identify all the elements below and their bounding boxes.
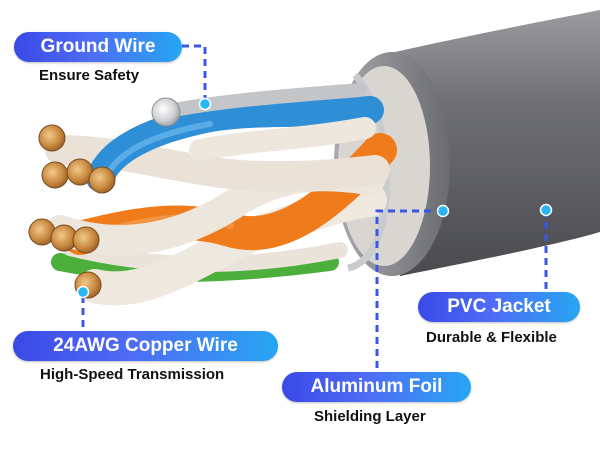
pvc-jacket-label: PVC Jacket: [418, 292, 580, 322]
pvc-jacket-subtitle: Durable & Flexible: [426, 329, 557, 346]
ground-wire-marker: [198, 97, 212, 111]
marker-dots: [76, 97, 553, 299]
blue-wire-pair: [86, 96, 384, 192]
copper-conductor-ends: [28, 124, 116, 299]
aluminum-foil-subtitle: Shielding Layer: [314, 408, 426, 425]
aluminum-foil-leader: [375, 209, 443, 372]
leader-lines: [81, 44, 548, 372]
ground-wire-leader: [182, 44, 207, 104]
aluminum-foil-label: Aluminum Foil: [282, 372, 471, 402]
pvc-jacket-marker: [539, 203, 553, 217]
ground-wire-label: Ground Wire: [14, 32, 182, 62]
copper-wire-label: 24AWG Copper Wire: [13, 331, 278, 361]
copper-wire-subtitle: High-Speed Transmission: [40, 366, 225, 383]
aluminum-foil-marker: [436, 204, 450, 218]
ground-wire-subtitle: Ensure Safety: [39, 67, 140, 84]
copper-wire-marker: [76, 285, 90, 299]
ground-wire: [151, 83, 367, 127]
